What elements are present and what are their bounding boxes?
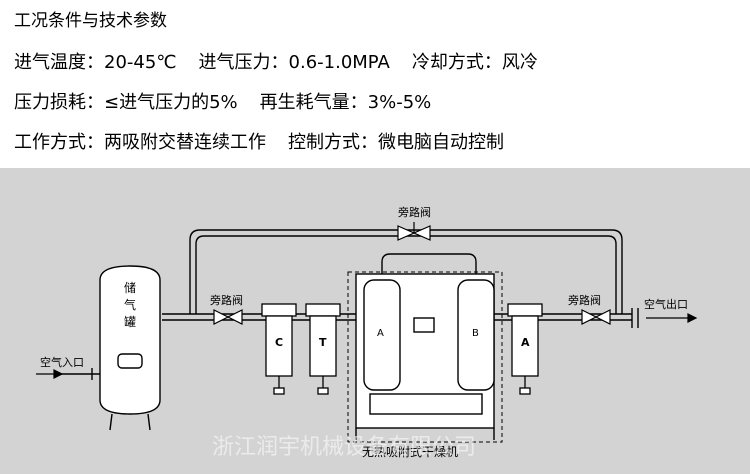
cooling-label: 冷却方式： <box>411 52 502 73</box>
dryer-label: 无热吸附式干燥机 <box>362 445 458 459</box>
filter-a-label: A <box>521 336 530 349</box>
spec-line-1: 进气温度：20-45℃ 进气压力：0.6-1.0MPA 冷却方式：风冷 <box>14 48 538 74</box>
inlet-pressure-label: 进气压力： <box>198 52 289 73</box>
work-mode-value: 两吸附交替连续工作 <box>104 132 266 153</box>
air-storage-tank <box>99 265 161 431</box>
pressure-loss-value: ≤进气压力的5% <box>104 92 238 113</box>
bypass-valve-right-label: 旁路阀 <box>568 293 601 307</box>
inlet-pressure-value: 0.6-1.0MPA <box>288 52 390 73</box>
filter-t <box>305 303 341 395</box>
control-label: 控制方式： <box>288 132 378 153</box>
heatless-dryer <box>355 273 495 440</box>
inlet-arrow <box>36 369 64 379</box>
air-outlet-label: 空气出口 <box>644 297 688 311</box>
tower-a-label: A <box>377 328 384 339</box>
dryer-frame <box>347 271 503 443</box>
tank-label-3: 罐 <box>124 315 136 329</box>
regen-value: 3%-5% <box>367 92 432 113</box>
tank-label-2: 气 <box>124 297 136 312</box>
outlet-arrow <box>646 313 698 323</box>
work-mode-label: 工作方式： <box>14 132 104 153</box>
tower-b-label: B <box>472 328 479 339</box>
tank-label-1: 储 <box>124 280 136 295</box>
company-watermark: 浙江润宇机械设备有限公司 <box>212 435 476 460</box>
filter-t-label: T <box>319 336 327 349</box>
cooling-value: 风冷 <box>501 52 538 73</box>
inlet-temp-label: 进气温度： <box>14 52 104 73</box>
control-value: 微电脑自动控制 <box>378 132 504 153</box>
inlet-temp-value: 20-45℃ <box>104 52 177 73</box>
spec-line-2: 压力损耗：≤进气压力的5% 再生耗气量：3%-5% <box>14 88 431 114</box>
bypass-valve-right[interactable] <box>581 309 611 325</box>
filter-a <box>507 303 543 395</box>
bypass-valve-top-label: 旁路阀 <box>398 205 431 219</box>
bypass-valve-left[interactable] <box>213 309 243 325</box>
spec-title: 工况条件与技术参数 <box>14 11 167 31</box>
air-inlet-label: 空气入口 <box>40 355 84 369</box>
filter-c <box>261 303 297 395</box>
process-flow-diagram: 旁路阀 旁路阀 旁路阀 储 气 罐 空气入口 空气出口 C T A A B 无热… <box>0 168 750 474</box>
bypass-valve-left-label: 旁路阀 <box>210 293 243 307</box>
regen-label: 再生耗气量： <box>259 92 368 113</box>
filter-c-label: C <box>275 336 283 349</box>
bypass-valve-top[interactable] <box>397 222 431 241</box>
pressure-loss-label: 压力损耗： <box>14 92 104 113</box>
spec-line-3: 工作方式：两吸附交替连续工作 控制方式：微电脑自动控制 <box>14 128 504 154</box>
